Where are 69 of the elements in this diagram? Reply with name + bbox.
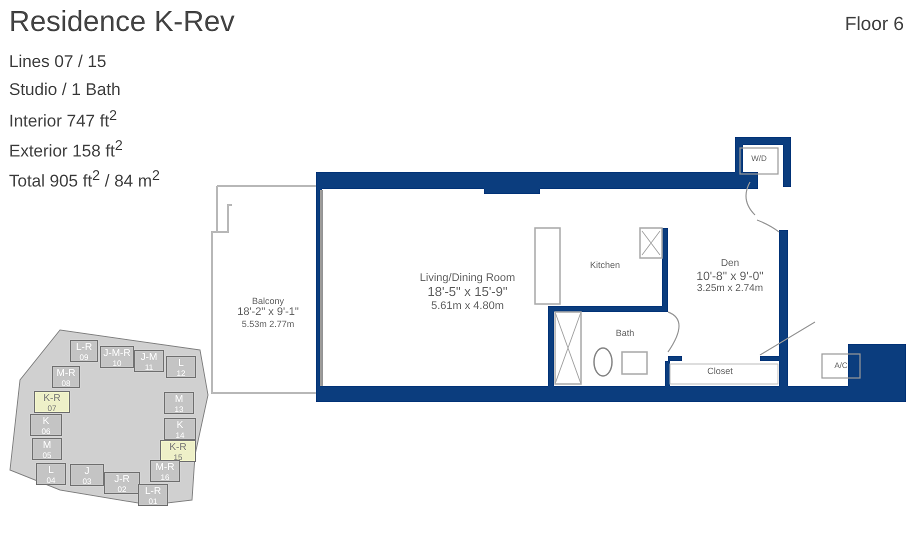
unit-line-number: 13 xyxy=(174,406,184,414)
unit-line-name: M xyxy=(42,441,52,452)
unit-line-name: J-R xyxy=(113,475,131,486)
unit-block xyxy=(104,472,140,494)
unit-block xyxy=(32,438,62,460)
unit-line-number: 09 xyxy=(78,354,90,362)
unit-line-name: L xyxy=(47,466,55,476)
unit-block xyxy=(36,463,66,485)
room-name: Closet xyxy=(706,366,734,376)
unit-line-number: 05 xyxy=(42,452,52,460)
unit-line-name: K-R xyxy=(42,394,62,404)
unit-line-number: 12 xyxy=(176,370,186,378)
unit-line-number: 07 xyxy=(46,404,58,413)
unit-spec: Interior 747 ft$^{2}$ xyxy=(9,108,118,132)
room-dimensions: 10'-8" x 9'-0" xyxy=(695,270,765,284)
room-name: W/D xyxy=(750,154,768,164)
unit-line-name: J-M-R xyxy=(102,349,132,360)
floor-number: Floor 6 xyxy=(844,14,904,36)
unit-line-name: K-R xyxy=(168,443,188,454)
unit-line-name: L-R xyxy=(144,487,162,498)
unit-line-number: 01 xyxy=(148,498,158,506)
unit-block xyxy=(134,350,164,372)
unit-block xyxy=(138,484,168,506)
unit-block xyxy=(70,464,104,486)
room-name: Living/Dining Room xyxy=(418,272,516,285)
unit-block xyxy=(164,418,196,440)
room-name: A/C xyxy=(833,361,849,370)
unit-block xyxy=(160,440,196,462)
unit-line-number: 02 xyxy=(116,486,128,494)
unit-block xyxy=(166,356,196,378)
unit-line-name: K xyxy=(42,417,50,428)
unit-spec: Studio / 1 Bath xyxy=(9,80,121,100)
unit-block xyxy=(52,366,80,388)
unit-line-number: 11 xyxy=(144,364,154,372)
unit-spec: Exterior 158 ft$^{2}$ xyxy=(9,138,123,162)
room-name: Bath xyxy=(614,328,636,338)
room-metric-dimensions: 5.53m 2.77m xyxy=(240,318,296,330)
unit-line-number: 04 xyxy=(46,476,56,485)
unit-line-number: 03 xyxy=(82,478,92,486)
page-title: Residence K-Rev xyxy=(9,6,235,39)
unit-block xyxy=(150,460,180,482)
room-metric-dimensions: 5.61m x 4.80m xyxy=(430,300,505,312)
unit-spec: Lines 07 / 15 xyxy=(9,52,106,72)
unit-block xyxy=(100,346,134,368)
unit-line-name: J xyxy=(84,467,90,478)
room-metric-dimensions: 3.25m x 2.74m xyxy=(696,283,764,295)
room-name: Balcony xyxy=(250,296,286,306)
unit-line-name: K xyxy=(176,421,184,432)
room-name: Den xyxy=(720,258,740,270)
room-dimensions: 18'-5" x 15'-9" xyxy=(426,284,508,300)
unit-line-name: L xyxy=(177,359,185,370)
unit-line-name: J-M xyxy=(140,353,158,364)
unit-line-number: 06 xyxy=(40,428,52,436)
unit-spec: Total 905 ft$^{2}$ / 84 m$^{2}$ xyxy=(9,168,160,192)
unit-block xyxy=(34,391,70,413)
unit-line-name: L-R xyxy=(74,343,94,354)
unit-line-number: 14 xyxy=(174,432,186,440)
unit-line-number: 16 xyxy=(160,474,170,482)
room-name: Kitchen xyxy=(588,260,622,270)
unit-block xyxy=(70,340,98,362)
room-dimensions: 18'-2" x 9'-1" xyxy=(236,306,300,319)
unit-line-number: 10 xyxy=(112,360,122,368)
unit-line-number: 08 xyxy=(60,380,72,388)
unit-block xyxy=(30,414,62,436)
unit-line-name: M-R xyxy=(56,369,76,380)
unit-line-number: 15 xyxy=(172,454,184,462)
unit-line-name: M-R xyxy=(154,463,176,474)
unit-line-name: M xyxy=(174,395,184,406)
unit-block xyxy=(164,392,194,414)
